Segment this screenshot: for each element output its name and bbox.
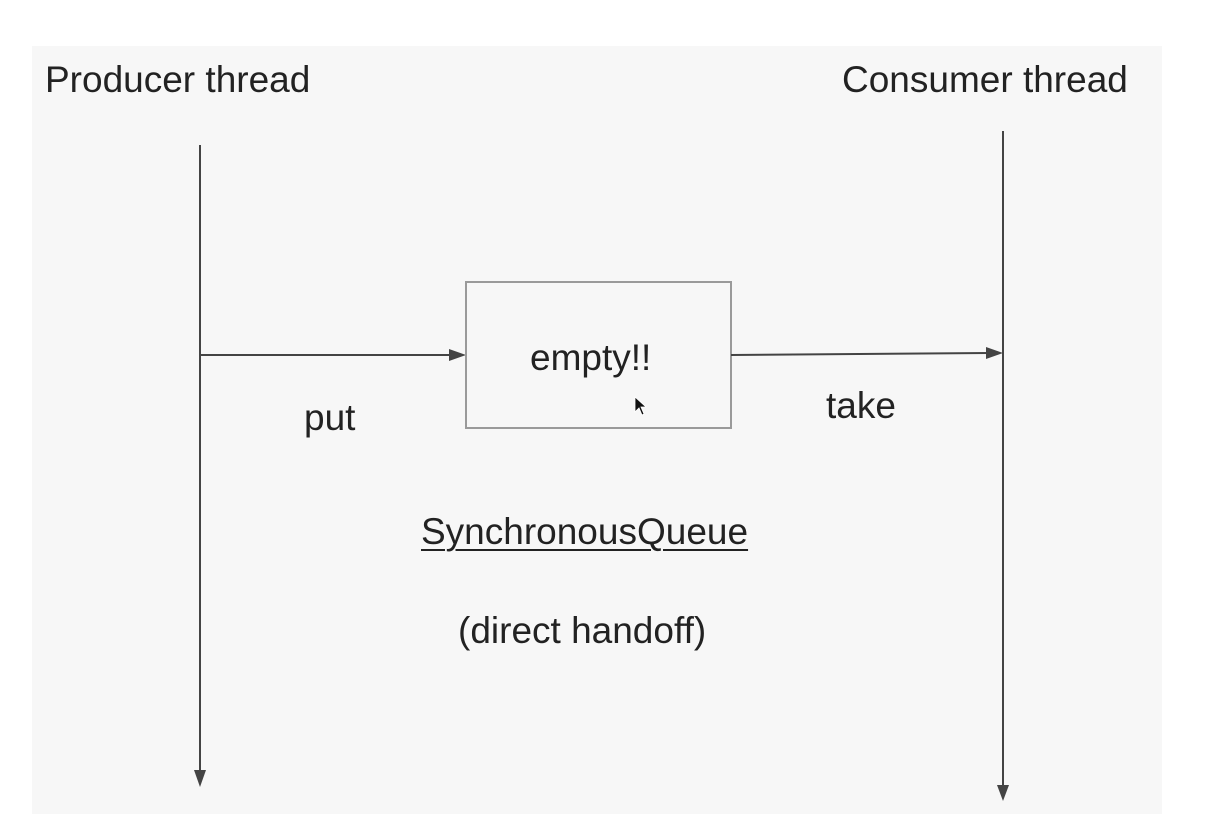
take-arrow-head-icon xyxy=(986,347,1003,359)
take-label: take xyxy=(826,385,896,426)
put-arrow-head-icon xyxy=(449,349,466,361)
consumer-timeline-arrow-head-icon xyxy=(997,785,1009,801)
queue-name-label: SynchronousQueue xyxy=(421,511,749,552)
put-label: put xyxy=(304,397,356,438)
queue-content-label: empty!! xyxy=(530,337,652,378)
producer-thread-label: Producer thread xyxy=(45,59,311,100)
consumer-thread-label: Consumer thread xyxy=(842,59,1128,100)
queue-subtitle-label: (direct handoff) xyxy=(458,610,707,651)
take-arrow xyxy=(730,352,990,356)
mouse-cursor-icon xyxy=(634,396,648,416)
producer-timeline-arrow-head-icon xyxy=(194,770,206,787)
diagram-background xyxy=(32,46,1162,814)
